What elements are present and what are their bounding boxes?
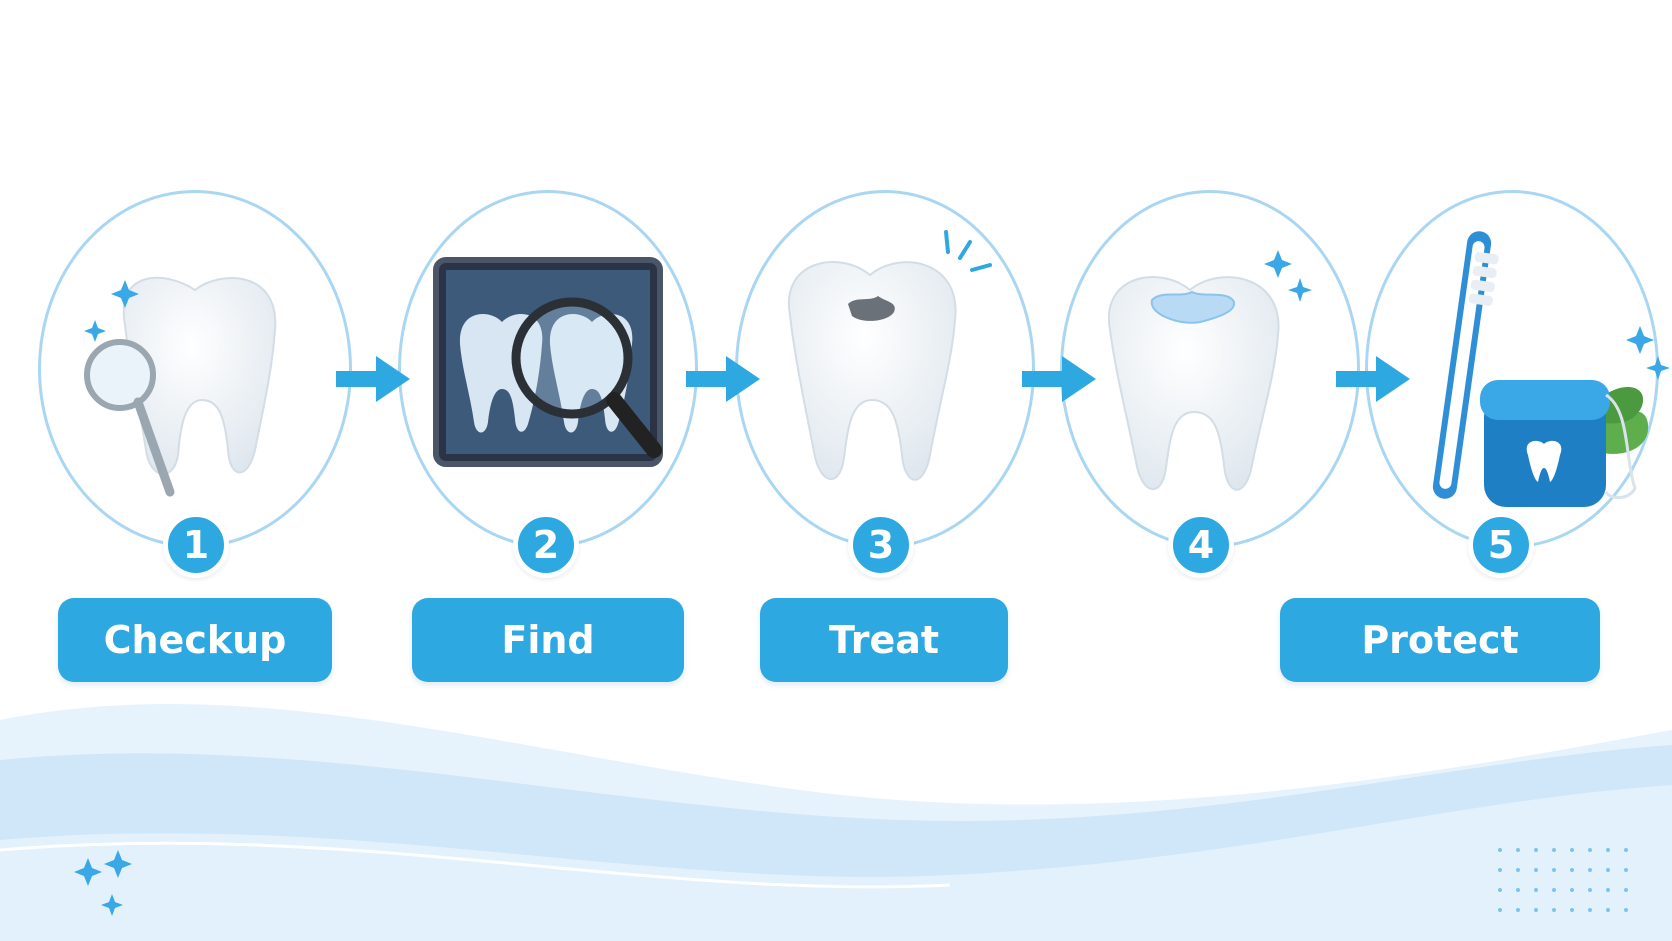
- step-1-label: Checkup: [58, 598, 332, 682]
- step-3-label: Treat: [760, 598, 1008, 682]
- step-number-badge: 5: [1468, 512, 1534, 578]
- dot-pattern: [1498, 848, 1628, 912]
- step-2-label: Find: [412, 598, 684, 682]
- step-number-badge: 4: [1168, 512, 1234, 578]
- arrow-right-icon: [1336, 356, 1410, 402]
- background-wave: [0, 704, 1672, 941]
- tooth-with-cavity-icon: [787, 230, 992, 481]
- step-number-badge: 2: [513, 512, 579, 578]
- step-number-badge: 3: [848, 512, 914, 578]
- toothbrush-and-floss-icon: [1432, 231, 1670, 507]
- arrow-right-icon: [1022, 356, 1096, 402]
- sparkle-icon: [74, 850, 132, 916]
- tooth-with-filling-icon: [1107, 250, 1312, 491]
- xray-with-magnifier-icon: [433, 257, 663, 467]
- arrow-right-icon: [336, 356, 410, 402]
- step-5-label: Protect: [1280, 598, 1600, 682]
- step-number-badge: 1: [163, 512, 229, 578]
- arrow-right-icon: [686, 356, 760, 402]
- tooth-with-dental-mirror-icon: [84, 276, 277, 497]
